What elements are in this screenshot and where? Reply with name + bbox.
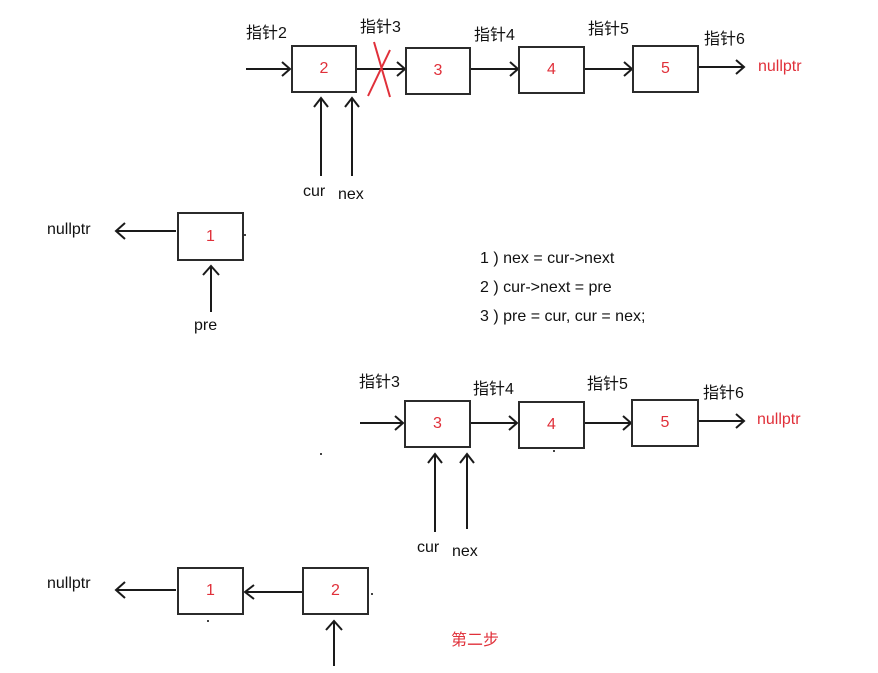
list-node: 2 <box>302 567 369 615</box>
edge-node5-nullptr-head <box>735 59 746 75</box>
nullptr-label: nullptr <box>758 58 802 75</box>
pointer-label: 指针4 <box>474 27 515 44</box>
edge-node1-nullptr-head <box>114 222 126 240</box>
cur-label: cur <box>417 539 440 556</box>
edge-in-node3-head <box>394 415 405 431</box>
node-value: 1 <box>206 582 215 599</box>
node-value: 5 <box>661 60 670 77</box>
list-node: 3 <box>405 47 471 95</box>
caption: 第二步 <box>451 632 500 649</box>
node-value: 4 <box>547 61 556 78</box>
edge-node5-nullptr-s2-head <box>735 413 746 429</box>
stray-mark <box>371 593 373 595</box>
list-node: 5 <box>631 399 699 447</box>
node-value: 3 <box>433 62 443 79</box>
cross-mark-a <box>373 41 391 98</box>
stray-mark <box>207 620 209 622</box>
stray-mark <box>244 234 246 236</box>
cur-label: cur <box>303 183 326 200</box>
cur-arrow-2-head <box>427 452 443 464</box>
node-value: 5 <box>660 414 670 431</box>
pre-arrow-2-head <box>325 619 343 631</box>
pointer-label: 指针3 <box>360 19 401 36</box>
node-value: 2 <box>319 60 329 77</box>
list-node: 3 <box>404 400 471 448</box>
edge-node2-node1-s2-head <box>243 584 255 600</box>
nex-label: nex <box>452 543 478 560</box>
cur-arrow-1-head <box>313 96 329 108</box>
nex-label: nex <box>338 186 364 203</box>
pointer-label: 指针2 <box>246 25 287 42</box>
node-value: 2 <box>331 582 340 599</box>
edge-node3-node4-s2-head <box>508 415 519 431</box>
edge-node1-nullptr-s2-head <box>114 581 126 599</box>
step-list: 1 ) nex = cur->next 2 ) cur->next = pre … <box>480 244 645 331</box>
pointer-label: 指针6 <box>703 385 744 402</box>
node-value: 1 <box>206 227 215 245</box>
step-item: 3 ) pre = cur, cur = nex; <box>480 308 646 325</box>
nex-arrow-2-head <box>459 452 475 464</box>
node-value: 4 <box>547 416 556 433</box>
pre-arrow-head <box>202 264 220 276</box>
list-node: 4 <box>518 401 585 449</box>
node-value: 3 <box>433 415 442 432</box>
stray-mark <box>553 450 555 452</box>
cross-mark-b <box>367 49 391 97</box>
pointer-label: 指针5 <box>588 21 629 38</box>
list-node: 5 <box>632 45 699 93</box>
pre-label: pre <box>194 317 218 334</box>
pointer-label: 指针6 <box>704 31 745 48</box>
edge-in-node2-head <box>281 61 292 77</box>
list-node: 1 <box>177 567 244 615</box>
list-node: 4 <box>518 46 585 94</box>
pointer-label: 指针4 <box>473 381 514 398</box>
step-item: 2 ) cur->next = pre <box>480 279 612 296</box>
step-item: 1 ) nex = cur->next <box>480 250 615 267</box>
stray-mark <box>320 453 322 455</box>
list-node: 2 <box>291 45 357 93</box>
prev-nullptr-label: nullptr <box>47 575 91 592</box>
prev-nullptr-label: nullptr <box>47 221 91 238</box>
nex-arrow-1-head <box>344 96 360 108</box>
pointer-label: 指针5 <box>587 376 628 393</box>
nullptr-label: nullptr <box>757 411 801 428</box>
pointer-label: 指针3 <box>359 374 400 391</box>
list-node: 1 <box>177 212 244 261</box>
